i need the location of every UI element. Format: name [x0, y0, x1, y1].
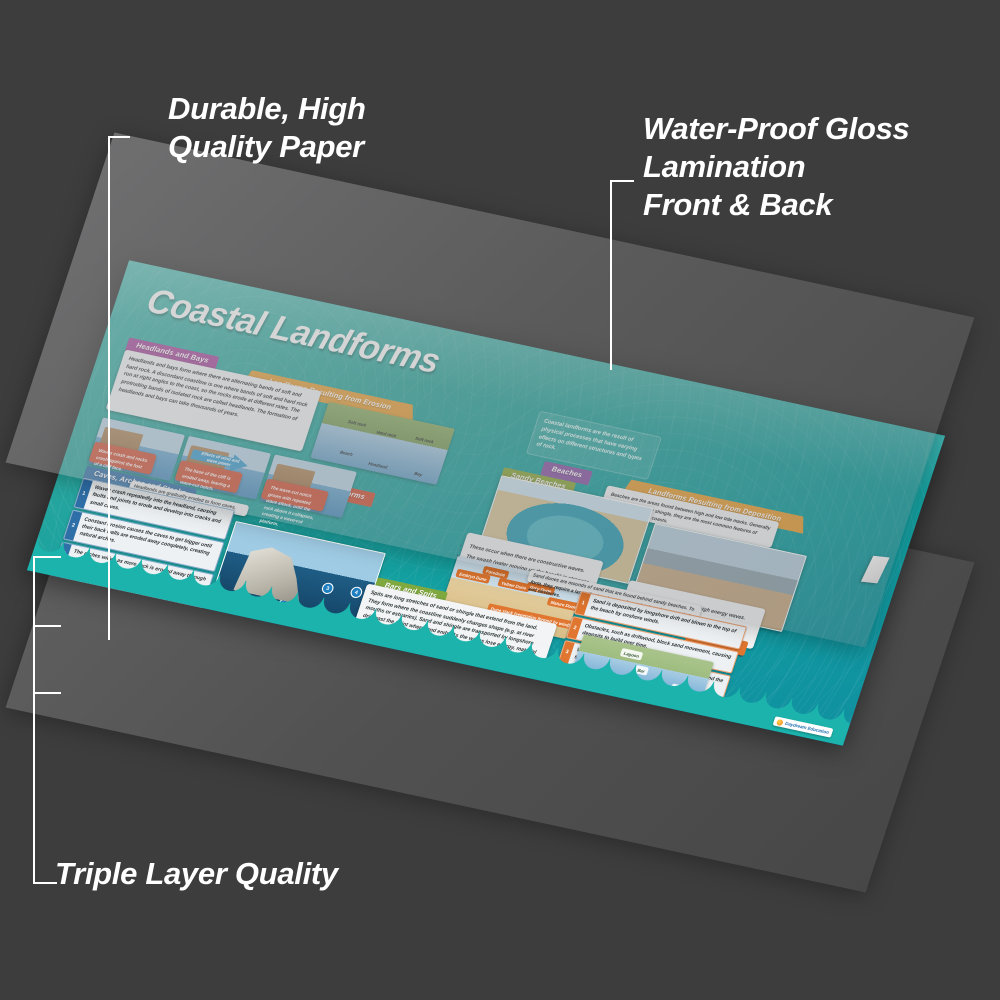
callout-waterproof-lamination: Water-Proof Gloss Lamination Front & Bac… [643, 111, 910, 222]
photo-marker-3: 3 [320, 581, 336, 596]
spit-label-lagoon: Lagoon [619, 647, 644, 661]
photo-marker-1: 1 [239, 566, 255, 580]
leader-line-lamination-vertical [610, 180, 612, 370]
triple-layer-bracket-spine [33, 556, 35, 884]
triple-layer-bracket-tick-top [33, 556, 61, 558]
triple-layer-bracket-tick-label [33, 882, 57, 884]
sun-icon [776, 718, 785, 726]
triple-layer-bracket-tick-middle [33, 625, 61, 627]
triple-layer-bracket-tick-bottom [33, 692, 61, 694]
photo-marker-4: 4 [349, 585, 364, 600]
leader-line-lamination-horizontal [610, 180, 634, 182]
callout-durable-paper: Durable, High Quality Paper [168, 91, 366, 164]
leader-line-paper-vertical [108, 136, 110, 640]
leader-line-paper-horizontal [108, 136, 130, 138]
callout-triple-layer-quality: Triple Layer Quality [55, 856, 338, 891]
